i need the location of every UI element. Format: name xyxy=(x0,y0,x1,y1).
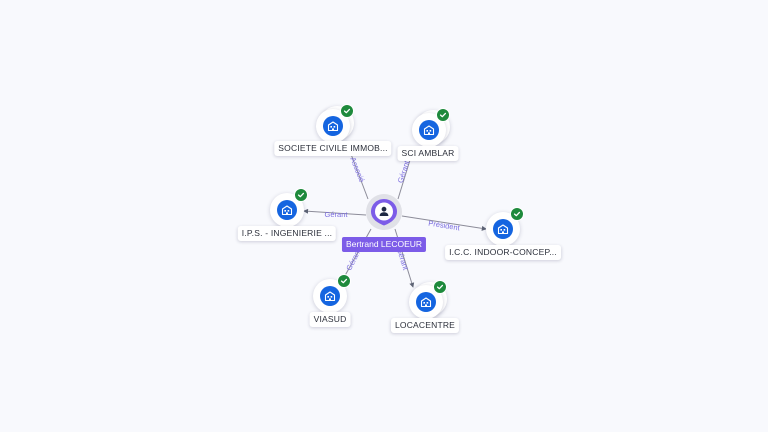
center-person-label[interactable]: Bertrand LECOEUR xyxy=(341,237,427,252)
edge-ips xyxy=(303,208,367,216)
building-icon xyxy=(416,292,436,312)
verified-check-icon xyxy=(510,207,524,221)
company-label-locacentre[interactable]: LOCACENTRE xyxy=(390,318,460,333)
verified-check-icon xyxy=(294,188,308,202)
center-person-node[interactable] xyxy=(370,198,398,226)
company-node-locacentre[interactable] xyxy=(409,280,447,319)
company-label-viasud[interactable]: VIASUD xyxy=(309,312,351,327)
building-icon xyxy=(493,219,513,239)
company-node-ips[interactable] xyxy=(270,188,308,227)
edge-icc xyxy=(401,215,487,231)
company-node-societe[interactable] xyxy=(316,104,354,143)
company-node-viasud[interactable] xyxy=(313,274,351,313)
edge-role-label: Associé xyxy=(348,156,366,184)
verified-check-icon xyxy=(340,104,354,118)
verified-check-icon xyxy=(436,108,450,122)
building-icon xyxy=(323,116,343,136)
edge-role-label: Gérant xyxy=(396,159,412,184)
building-icon xyxy=(320,286,340,306)
verified-check-icon xyxy=(337,274,351,288)
edge-role-label: Gérant xyxy=(325,210,349,219)
edge-role-label: Président xyxy=(428,219,462,233)
building-icon xyxy=(277,200,297,220)
company-node-icc[interactable] xyxy=(486,207,524,246)
verified-check-icon xyxy=(433,280,447,294)
company-label-societe[interactable]: SOCIETE CIVILE IMMOB... xyxy=(274,141,392,156)
company-node-sci[interactable] xyxy=(412,108,450,147)
building-icon xyxy=(419,120,439,140)
person-icon xyxy=(379,206,389,216)
company-label-icc[interactable]: I.C.C. INDOOR-CONCEP... xyxy=(445,245,561,260)
company-label-sci[interactable]: SCI AMBLAR xyxy=(397,146,459,161)
company-label-ips[interactable]: I.P.S. - INGENIERIE ... xyxy=(237,226,337,241)
